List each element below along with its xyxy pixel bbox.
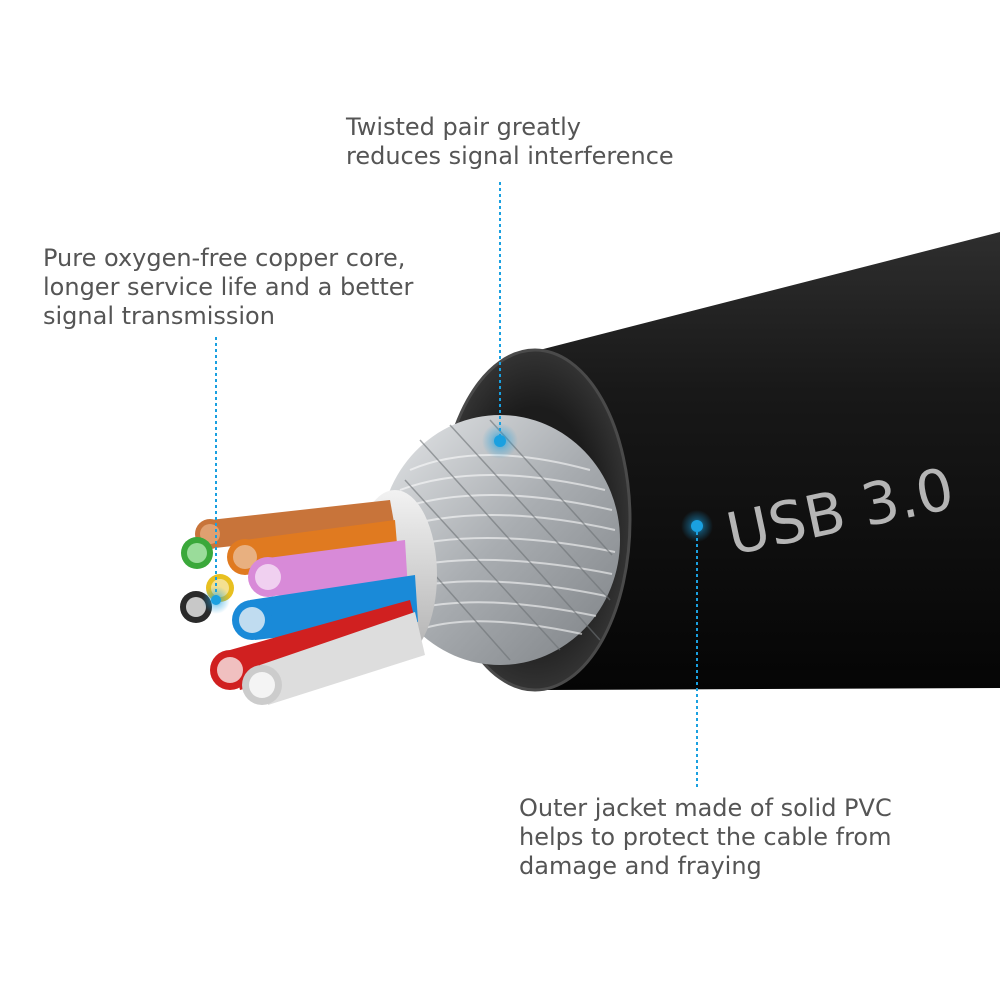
callout-leaders xyxy=(215,182,698,790)
callout-line: Pure oxygen-free copper core, xyxy=(43,244,406,272)
copper-core-callout: Pure oxygen-free copper core, longer ser… xyxy=(43,244,413,331)
callout-markers xyxy=(202,423,713,614)
callout-line: damage and fraying xyxy=(519,852,762,880)
callout-line: signal transmission xyxy=(43,302,275,330)
inner-wires xyxy=(180,500,425,705)
twisted-pair-callout: Twisted pair greatly reduces signal inte… xyxy=(346,113,674,171)
outer-jacket-callout: Outer jacket made of solid PVC helps to … xyxy=(519,794,892,881)
callout-line: helps to protect the cable from xyxy=(519,823,892,851)
callout-line: Twisted pair greatly xyxy=(346,113,581,141)
callout-line: Outer jacket made of solid PVC xyxy=(519,794,892,822)
callout-line: reduces signal interference xyxy=(346,142,674,170)
callout-line: longer service life and a better xyxy=(43,273,414,301)
